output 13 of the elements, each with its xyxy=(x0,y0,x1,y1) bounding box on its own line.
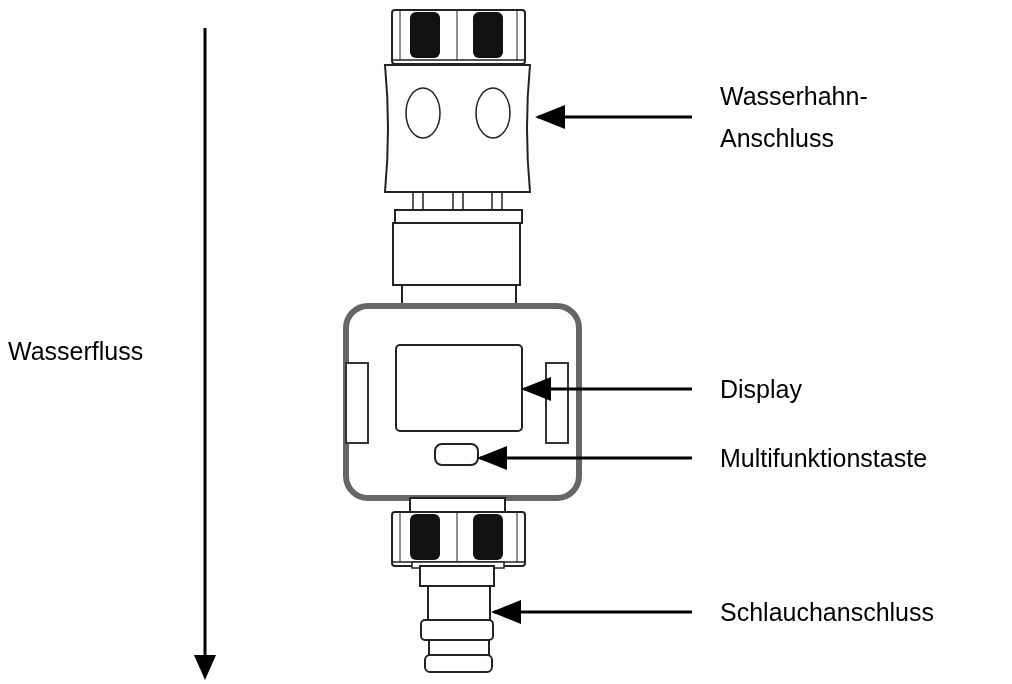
display-screen xyxy=(395,344,523,432)
part-label: Wasserhahn- Anschluss xyxy=(720,81,869,154)
part-label: Multifunktionstaste xyxy=(720,443,929,474)
leader-line xyxy=(521,377,692,401)
part-label: Schlauchanschluss xyxy=(720,597,935,628)
tap-connector-sleeve xyxy=(384,64,531,193)
leader-line xyxy=(477,446,692,470)
hose-connector xyxy=(419,565,495,673)
leader-line xyxy=(491,600,692,624)
part-label: Display xyxy=(720,374,803,405)
flow-label: Wasserfluss xyxy=(8,336,144,367)
leader-line xyxy=(535,105,692,129)
button xyxy=(434,443,479,466)
